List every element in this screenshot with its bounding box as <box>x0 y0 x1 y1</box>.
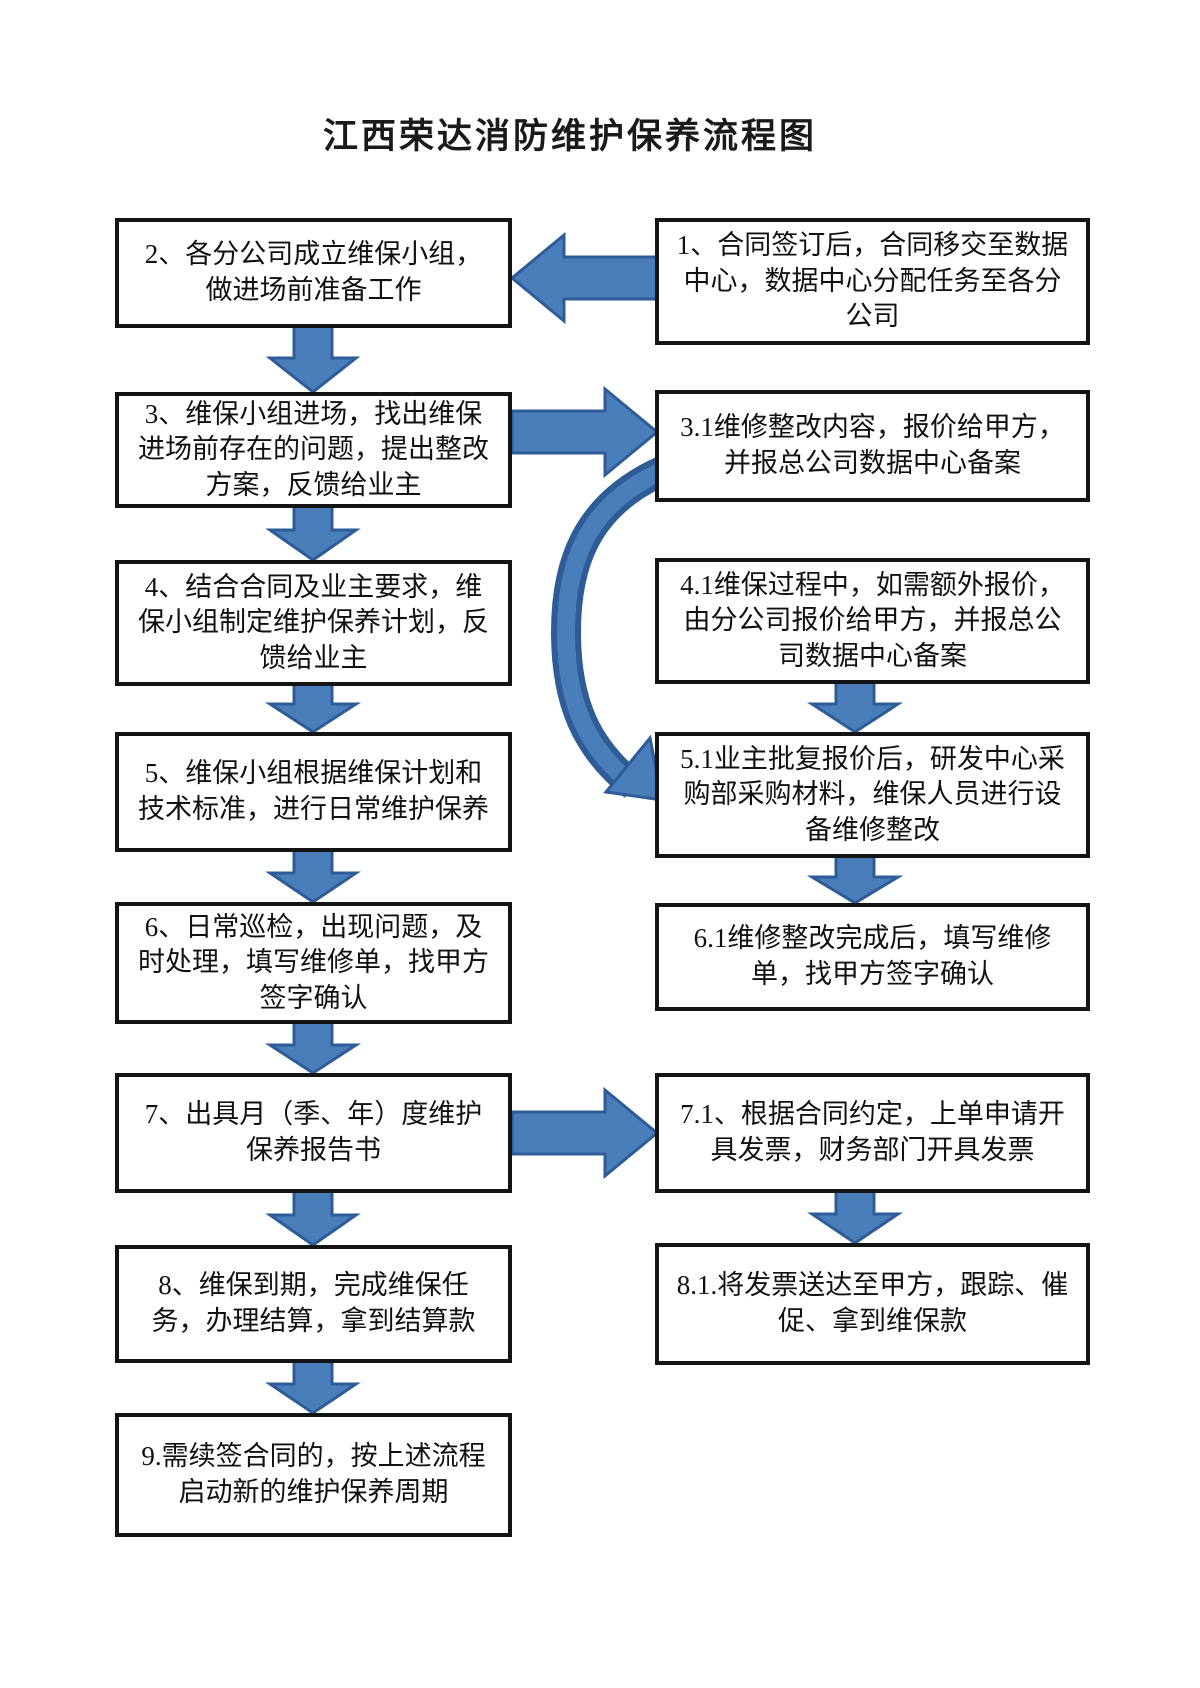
flow-node-8-1: 8.1.将发票送达至甲方，跟踪、催促、拿到维保款 <box>655 1243 1090 1365</box>
flow-node-4-1: 4.1维保过程中，如需额外报价，由分公司报价给甲方，并报总公司数据中心备案 <box>655 558 1090 684</box>
flow-node-6: 6、日常巡检，出现问题，及时处理，填写维修单，找甲方签字确认 <box>115 902 512 1024</box>
flow-node-3-1: 3.1维修整改内容，报价给甲方，并报总公司数据中心备案 <box>655 390 1090 502</box>
flow-node-8: 8、维保到期，完成维保任务，办理结算，拿到结算款 <box>115 1245 512 1363</box>
flow-node-1: 1、合同签订后，合同移交至数据中心，数据中心分配任务至各分公司 <box>655 218 1090 345</box>
arrow-down-71-to-81 <box>807 1189 903 1245</box>
flow-node-6-1: 6.1维修整改完成后，填写维修单，找甲方签字确认 <box>655 903 1090 1011</box>
arrow-down-7-to-8 <box>265 1189 361 1247</box>
flow-node-9: 9.需续签合同的，按上述流程启动新的维护保养周期 <box>115 1413 512 1537</box>
flow-node-7: 7、出具月（季、年）度维护保养报告书 <box>115 1073 512 1193</box>
flow-node-5: 5、维保小组根据维保计划和技术标准，进行日常维护保养 <box>115 732 512 852</box>
curved-arrow-body <box>556 461 668 794</box>
flow-node-5-1: 5.1业主批复报价后，研发中心采购部采购材料，维保人员进行设备维修整改 <box>655 732 1090 858</box>
arrow-right-3-to-31 <box>510 385 660 479</box>
arrow-right-7-to-71 <box>510 1086 660 1180</box>
arrow-down-41-to-51 <box>806 680 904 734</box>
flow-node-4: 4、结合合同及业主要求，维保小组制定维护保养计划，反馈给业主 <box>115 560 512 686</box>
arrow-down-4-to-5 <box>264 682 362 734</box>
arrow-down-8-to-9 <box>265 1359 361 1415</box>
arrow-down-3-to-4 <box>265 504 361 562</box>
arrow-curved-31-to-51 <box>550 456 671 802</box>
arrow-left-1-to-2 <box>509 231 659 325</box>
arrow-down-5-to-6 <box>265 848 361 904</box>
arrow-down-6-to-7 <box>264 1020 362 1075</box>
flow-node-7-1: 7.1、根据合同约定，上单申请开具发票，财务部门开具发票 <box>655 1073 1090 1193</box>
flow-node-3: 3、维保小组进场，找出维保进场前存在的问题，提出整改方案，反馈给业主 <box>115 392 512 508</box>
flow-node-2: 2、各分公司成立维保小组，做进场前准备工作 <box>115 218 512 328</box>
arrow-down-2-to-3 <box>265 324 361 394</box>
arrow-down-51-to-61 <box>806 854 904 905</box>
diagram-title: 江西荣达消防维护保养流程图 <box>322 117 817 156</box>
